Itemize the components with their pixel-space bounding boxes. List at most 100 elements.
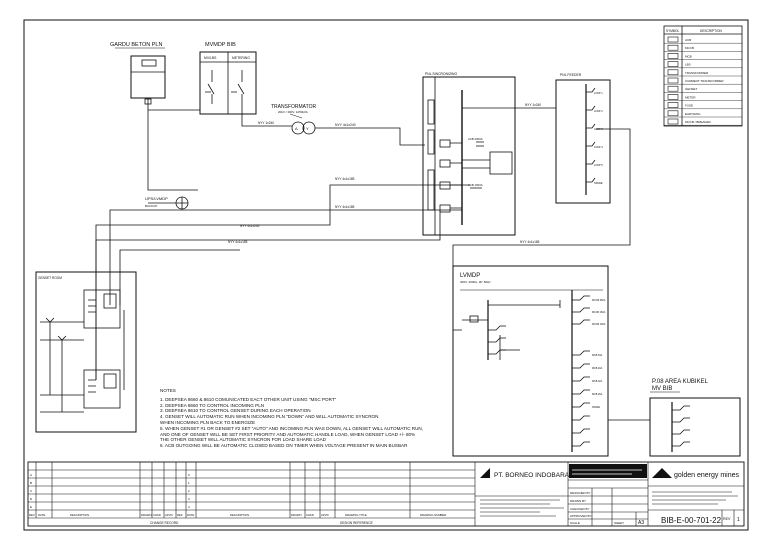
transformer-coil-1 <box>291 121 305 135</box>
transformer-coil-2 <box>302 121 316 135</box>
legend-symbol-icon <box>667 44 679 51</box>
svg-text:APPROVED BY: APPROVED BY <box>570 514 592 518</box>
sheet-size: A3 <box>638 520 644 526</box>
legend-item: GENSET <box>685 87 698 91</box>
svg-text:MCB 40A: MCB 40A <box>592 367 603 370</box>
kubikel-panel <box>649 397 741 457</box>
revision-column-header: DRAWING TITLE <box>345 513 367 517</box>
legend-symbol-icon <box>667 69 679 76</box>
transformator-label: TRANSFORMATOR <box>271 104 316 110</box>
svg-text:NYY 4x1x185: NYY 4x1x185 <box>335 177 355 181</box>
revision-row-label: 3 <box>188 497 190 501</box>
genset-1 <box>83 289 121 329</box>
legend-symbol-icon <box>667 77 679 84</box>
svg-text:LVDP 4: LVDP 4 <box>594 145 603 149</box>
svg-text:NYY 4x1x185: NYY 4x1x185 <box>335 205 355 209</box>
notes-section: NOTES 1. DEEPSEA 8660 & 8610 COMUNICATED… <box>160 388 600 449</box>
svg-text:SYMBOL: SYMBOL <box>666 29 680 33</box>
legend-symbol-icon <box>667 118 679 125</box>
svg-text:MCB 25A: MCB 25A <box>592 393 603 396</box>
legend-item: MCB <box>685 54 692 58</box>
legend-item: EARTHING <box>685 112 701 116</box>
svg-text:400V, 3000A, 3P, 50Hz: 400V, 3000A, 3P, 50Hz <box>460 280 491 284</box>
svg-text:LVDP 1: LVDP 1 <box>594 91 603 95</box>
revision-column-header: CHKD <box>153 513 161 517</box>
revision-column-header: DATE <box>187 513 194 517</box>
legend-item: LBS <box>685 63 691 67</box>
company-name: PT. BORNEO INDOBARA <box>494 472 570 479</box>
svg-text:MV/LBS: MV/LBS <box>204 56 217 60</box>
revision-column-header: DRAWN <box>141 513 151 517</box>
note-item: 2. DEEPSEA 8660 TO CONTROL INCOMING PLN <box>160 402 265 408</box>
legend-item: FUSE <box>685 104 693 108</box>
note-item: 4. GENSET WILL AUTOMATIC RUN WHEN INCOMI… <box>160 414 379 420</box>
revision-column-header: REV <box>29 513 35 517</box>
legend-item: ACB <box>685 38 691 42</box>
note-item: THE OTHER GENSET WILL AUTOMATIC SYNCRON … <box>160 437 326 443</box>
legend-symbol-icon <box>667 94 679 100</box>
svg-text:SPARE: SPARE <box>594 181 603 185</box>
svg-text:MCCB 160A: MCCB 160A <box>592 311 606 314</box>
revision-column-header: DATE <box>38 513 45 517</box>
svg-text:Δ: Δ <box>295 126 298 131</box>
svg-text:ACB 2000A: ACB 2000A <box>468 137 483 141</box>
note-item: WHEN INCOMING PLN BACK TO ENERGIZE <box>160 419 256 425</box>
revision-row-label: 0 <box>188 473 190 477</box>
note-item: 5. WHEN GENSET #1 OR GENSET #2 SET "AUTO… <box>160 425 424 431</box>
legend-symbol-icon <box>667 53 679 59</box>
feeder-panel <box>555 79 611 204</box>
revision-column-header: APVD <box>165 513 173 517</box>
svg-text:MCCB 100A: MCCB 100A <box>592 323 606 326</box>
genset-room <box>35 271 137 433</box>
title-block <box>27 461 745 527</box>
sync-panel <box>422 76 516 236</box>
revision-row-label: 1 <box>188 481 190 485</box>
svg-text:DRAWN BY: DRAWN BY <box>570 499 586 503</box>
legend-item: CURRENT TRANSFORMER <box>685 79 724 83</box>
mvmdp-label: MVMDP BIB <box>205 42 236 48</box>
client-name: golden energy mines <box>674 472 739 479</box>
legend-item: TRANSFORMER <box>685 71 709 75</box>
lvmdp-label: LVMDP <box>460 273 480 279</box>
revision-column-header: DESCRIPTION <box>230 513 249 517</box>
svg-text:CHECKED BY: CHECKED BY <box>570 507 590 511</box>
svg-text:ACB 1600A: ACB 1600A <box>468 183 483 187</box>
drawing-number: BIB-E-00-701-22 <box>661 516 722 525</box>
svg-text:LVDP 2: LVDP 2 <box>594 109 603 113</box>
svg-text:UPS/LVMDP: UPS/LVMDP <box>145 196 168 201</box>
svg-text:NYY 4x1x185: NYY 4x1x185 <box>520 240 540 244</box>
svg-text:NYY 4x1x240: NYY 4x1x240 <box>240 224 260 228</box>
svg-text:PNL FEEDER: PNL FEEDER <box>560 73 582 77</box>
svg-text:MCB 63A: MCB 63A <box>592 354 603 357</box>
notes-title: NOTES <box>160 388 176 393</box>
note-item: AND ONE OF GENSET WILL BE SET FIRST PRIO… <box>160 431 416 437</box>
svg-text:BACKUP: BACKUP <box>145 204 157 208</box>
genset-2 <box>83 369 121 409</box>
svg-text:NYY 1x240: NYY 1x240 <box>525 103 541 107</box>
gardu-label: GARDU BETON PLN <box>110 42 162 48</box>
revision-column-header: DRAWING NUMBER <box>420 513 446 517</box>
svg-text:REV: REV <box>723 517 731 521</box>
legend-symbol-icon <box>667 61 679 67</box>
revision-column-header: DESCRIPTION <box>70 513 89 517</box>
revision-number: 1 <box>737 517 740 523</box>
revision-row-label: C <box>30 489 33 493</box>
revision-row-label: E <box>30 505 32 509</box>
note-item: 6. ACB OUTGOING WILL BE AUTOMATIC CLOSED… <box>160 443 408 449</box>
svg-text:MCB 32A: MCB 32A <box>592 380 603 383</box>
svg-text:NYY 4x1x185: NYY 4x1x185 <box>228 240 248 244</box>
revision-row-label: 4 <box>188 505 190 509</box>
svg-text:DESCRIPTION: DESCRIPTION <box>700 29 722 33</box>
svg-text:DESIGNED BY: DESIGNED BY <box>570 491 591 495</box>
legend-symbol-icon <box>667 36 679 43</box>
sheet-border <box>23 19 749 531</box>
gardu-box <box>130 55 166 99</box>
note-item: 1. DEEPSEA 8660 & 8610 COMUNICATED EACT … <box>160 396 337 402</box>
svg-text:DESIGN REFERENCE: DESIGN REFERENCE <box>340 521 373 525</box>
revision-row-label: A <box>30 473 32 477</box>
revision-row-label: D <box>30 497 33 501</box>
svg-text:METERING: METERING <box>232 56 250 60</box>
svg-text:CHANGE RECORD: CHANGE RECORD <box>150 521 179 525</box>
legend-item: MCCB <box>685 46 694 50</box>
revision-row-label: B <box>30 481 32 485</box>
